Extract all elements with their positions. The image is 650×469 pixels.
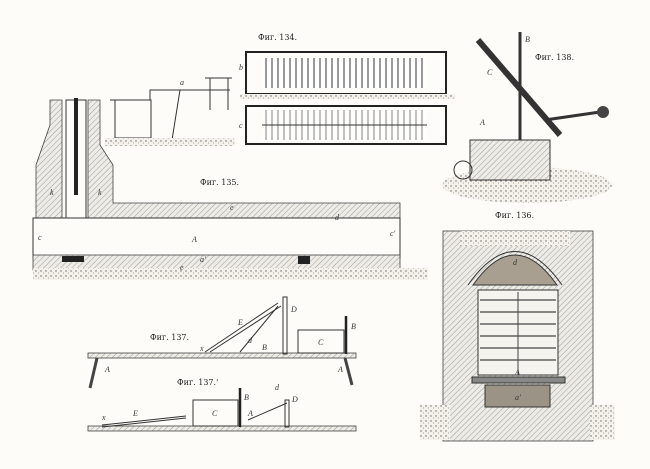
- label-C: C: [487, 68, 493, 77]
- label-C: C: [318, 338, 324, 347]
- label-c: c: [239, 121, 243, 130]
- label-A: A: [247, 409, 253, 418]
- label-k-right: k: [98, 188, 102, 197]
- label-d: d: [513, 258, 518, 267]
- label-k-left: k: [50, 188, 54, 197]
- label-c: c: [38, 233, 42, 242]
- label-B: B: [244, 393, 249, 402]
- label-d: d: [275, 383, 280, 392]
- figure-138-caption: Фиг. 138.: [535, 53, 574, 62]
- label-B: B: [262, 343, 267, 352]
- figure-136-caption: Фиг. 136.: [495, 211, 534, 220]
- label-x: x: [101, 413, 106, 422]
- label-e-bottom: e: [180, 263, 184, 272]
- label-x: x: [199, 344, 204, 353]
- figure-135: Фиг. 135. A e d c c' a' e k k: [32, 98, 428, 280]
- label-E: E: [237, 318, 243, 327]
- label-e: e: [230, 203, 234, 212]
- figure-136: Фиг. 136. d A a': [420, 211, 615, 442]
- label-A: A: [514, 368, 520, 377]
- label-B-top: B: [351, 322, 356, 331]
- label-A-left: A: [104, 365, 110, 374]
- figure-134: Фиг. 134. a b c: [105, 33, 455, 146]
- figure-137-caption: Фиг. 137.: [150, 333, 189, 342]
- figure-138: Фиг. 138. B C A: [442, 32, 612, 203]
- label-d: d: [248, 336, 253, 345]
- label-A: A: [479, 118, 485, 127]
- label-a-prime: a': [200, 255, 206, 264]
- figure-134-caption: Фиг. 134.: [258, 33, 297, 42]
- figure-135-caption: Фиг. 135.: [200, 178, 239, 187]
- label-a-prime: a': [515, 393, 521, 402]
- label-D: D: [290, 305, 297, 314]
- figure-137-prime: Фиг. 137.' x E C B d D A: [87, 378, 357, 432]
- label-c-prime: c': [390, 229, 396, 238]
- label-d: d: [335, 213, 340, 222]
- label-E: E: [132, 409, 138, 418]
- figure-137-prime-caption: Фиг. 137.': [177, 378, 218, 387]
- label-b: b: [239, 63, 243, 72]
- label-A: A: [191, 235, 197, 244]
- label-a: a: [180, 78, 184, 87]
- label-C: C: [212, 409, 218, 418]
- figure-137: Фиг. 137. E D d B C x B A A: [87, 296, 357, 389]
- label-A-right: A: [337, 365, 343, 374]
- label-B: B: [525, 35, 530, 44]
- label-D: D: [291, 395, 298, 404]
